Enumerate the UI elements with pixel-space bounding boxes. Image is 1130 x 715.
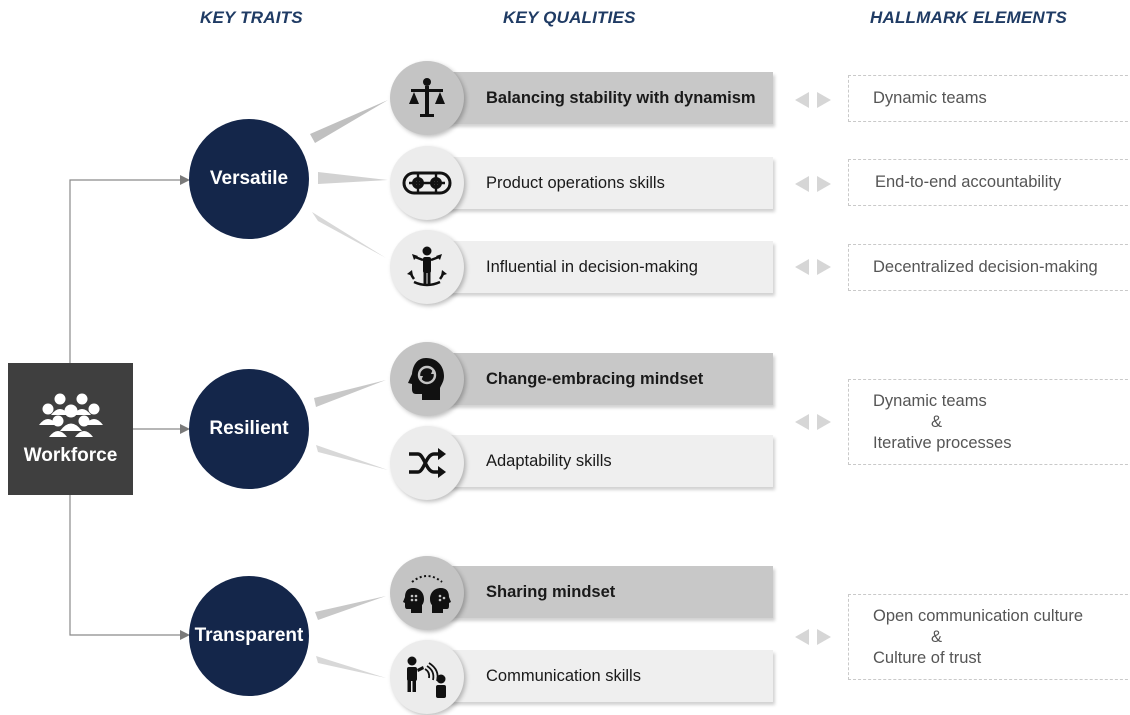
quality-bar-influential: Influential in decision-making [430,241,773,293]
people-group-icon [38,393,103,437]
gears-conveyor-icon [402,171,452,195]
key-qualities-header: KEY QUALITIES [503,8,636,27]
quality-bar-communication: Communication skills [430,650,773,702]
quality-label: Change-embracing mindset [486,369,704,388]
quality-bar-product-operations: Product operations skills [430,157,773,209]
workforce-box: Workforce [8,363,133,495]
hallmark-line: Dynamic teams [873,89,987,107]
wedge-transparent-1 [315,596,386,620]
double-arrow-icon [795,414,831,430]
hallmark-box: Dynamic teams [848,75,1130,122]
hallmark-ampersand: & [931,412,943,431]
hallmark-line: Culture of trust [873,648,982,667]
trait-transparent: Transparent [189,576,309,696]
double-arrow-icon [795,176,831,192]
hallmark-line: Dynamic teams [873,391,987,410]
key-traits-header: KEY TRAITS [200,8,303,27]
quality-icon-circle [390,640,464,714]
trait-versatile: Versatile [189,119,309,239]
quality-bar-balancing: Balancing stability with dynamism [430,72,773,124]
heads-sharing-icon [403,575,451,613]
quality-bar-sharing: Sharing mindset [430,566,773,618]
quality-icon-circle [390,230,464,304]
wedge-versatile-2 [318,172,388,184]
trait-resilient: Resilient [189,369,309,489]
wedge-versatile-3 [312,212,386,258]
connector-versatile [69,175,190,363]
quality-label: Adaptability skills [486,451,612,470]
quality-bar-adaptability: Adaptability skills [430,435,773,487]
hallmark-box: Decentralized decision-making [848,244,1130,291]
trait-label: Versatile [209,168,289,189]
hallmark-box: Open communication culture & Culture of … [848,594,1130,680]
wedge-transparent-2 [316,656,386,678]
trait-label: Resilient [209,418,289,439]
double-arrow-icon [795,259,831,275]
double-arrow-icon [795,92,831,108]
quality-bar-change-embracing: Change-embracing mindset [430,353,773,405]
head-cycle-icon [408,358,444,400]
hallmark-line: Iterative processes [873,433,1012,452]
quality-label: Sharing mindset [486,582,616,601]
quality-icon-circle [390,556,464,630]
quality-icon-circle [390,146,464,220]
wedge-versatile-1 [310,100,388,143]
quality-icon-circle [390,61,464,135]
hallmark-line: Decentralized decision-making [873,258,1098,276]
quality-label: Communication skills [486,666,641,685]
quality-label: Product operations skills [486,173,665,192]
person-arrows-icon [407,246,447,287]
wedge-resilient-2 [316,445,388,470]
hallmark-box: Dynamic teams & Iterative processes [848,379,1130,465]
hallmark-line: Open communication culture [873,606,1084,625]
hallmark-line: End-to-end accountability [875,173,1062,191]
wedge-resilient-1 [314,380,386,407]
quality-label: Balancing stability with dynamism [486,88,756,107]
hallmark-ampersand: & [931,627,943,646]
connector-transparent [69,495,190,640]
quality-icon-circle [390,342,464,416]
scales-icon [409,78,445,117]
hallmark-box: End-to-end accountability [848,159,1130,206]
shuffle-icon [409,448,446,478]
quality-icon-circle [390,426,464,500]
hallmark-elements-header: HALLMARK ELEMENTS [870,8,1067,27]
people-talking-icon [407,656,446,698]
trait-label: Transparent [194,625,304,646]
quality-label: Influential in decision-making [486,257,698,276]
workforce-label: Workforce [23,445,118,466]
double-arrow-icon [795,629,831,645]
